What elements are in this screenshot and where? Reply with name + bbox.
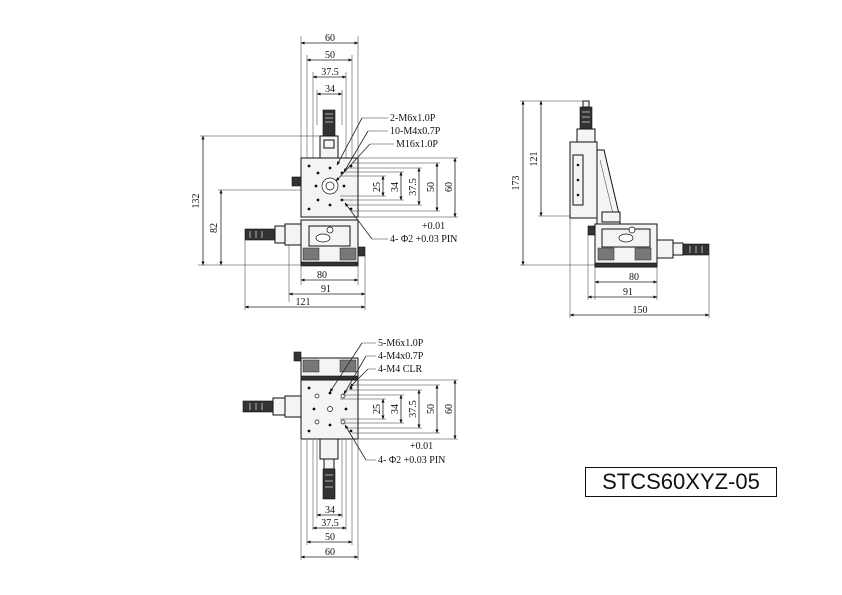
side-micrometer-right [656,239,710,259]
front-side-dim-34: 34 [390,182,401,192]
front-callout-1: 2-M6x1.0P [390,113,436,124]
top-bottom-dim-34: 34 [325,505,335,516]
top-view-micrometer-left [242,395,302,418]
top-side-dim-34: 34 [390,404,401,414]
top-view: 5-M6x1.0P 4-M4x0.7P 4-M4 CLR 25 34 37.5 … [242,338,458,560]
front-bottom-dim-80: 80 [317,270,327,281]
front-pin-tolerance: +0.01 [422,221,445,232]
front-top-dim-60: 60 [325,33,335,44]
top-bottom-dim-37-5: 37.5 [321,518,339,529]
side-bottom-dim-91: 91 [623,287,633,298]
side-bottom-dim-150: 150 [633,305,648,316]
front-bottom-dim-121: 121 [296,297,311,308]
micrometer-left [244,223,302,246]
top-pin-note: 4- Φ2 +0.03 PIN [378,455,445,466]
model-number-label: STCS60XYZ-05 [585,467,777,497]
side-view: 173 121 80 91 150 [511,100,710,318]
front-left-dim-82: 82 [209,223,220,233]
front-top-dim-34: 34 [325,84,335,95]
front-left-dim-132: 132 [191,194,202,209]
top-callout-3: 4-M4 CLR [378,364,423,375]
front-pin-note: 4- Φ2 +0.03 PIN [390,234,457,245]
front-top-dim-37-5: 37.5 [321,67,339,78]
micrometer-top [319,109,339,159]
side-left-dim-173: 173 [511,176,522,191]
top-callout-2: 4-M4x0.7P [378,351,424,362]
top-side-dim-50: 50 [426,404,437,414]
front-side-dim-60: 60 [444,182,455,192]
top-side-dim-37-5: 37.5 [408,400,419,418]
side-micrometer-top [576,100,596,143]
top-pin-tolerance: +0.01 [410,441,433,452]
side-bottom-dim-80: 80 [629,272,639,283]
front-bottom-dim-91: 91 [321,284,331,295]
front-view: 60 50 37.5 34 [191,33,458,310]
front-side-dim-25: 25 [372,182,383,192]
front-side-dim-37-5: 37.5 [408,178,419,196]
front-callout-2: 10-M4x0.7P [390,126,441,137]
front-side-dim-50: 50 [426,182,437,192]
top-bottom-dim-50: 50 [325,532,335,543]
front-callout-3: M16x1.0P [396,139,438,150]
top-bottom-dim-60: 60 [325,547,335,558]
top-callout-1: 5-M6x1.0P [378,338,424,349]
side-left-dim-121: 121 [529,152,540,167]
top-view-micrometer-bottom [319,438,339,500]
front-top-dim-50: 50 [325,50,335,61]
top-side-dim-25: 25 [372,404,383,414]
top-side-dim-60: 60 [444,404,455,414]
